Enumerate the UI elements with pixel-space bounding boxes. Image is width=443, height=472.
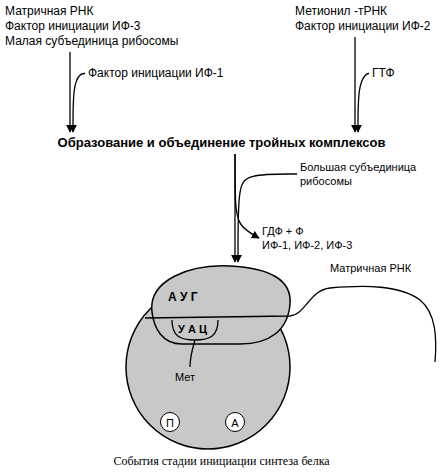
flow-arrow — [69, 52, 70, 132]
factor-label: Фактор инициации ИФ-1 — [88, 66, 224, 81]
flow-arrow — [235, 154, 259, 238]
site-circle: П — [160, 412, 180, 432]
trna-stem — [190, 340, 195, 367]
flow-arrow — [358, 74, 369, 133]
process-heading-text: Образование и объединение тройных компле… — [0, 134, 443, 151]
codon: А У Г — [168, 290, 198, 304]
figure-caption: События стадии инициации синтеза белка — [0, 454, 443, 469]
amino-acid: Мет — [175, 370, 195, 384]
subunit-label-text: Большая субъединица рибосомы — [300, 160, 418, 188]
site-circle-text: П — [161, 413, 179, 433]
subunit-label: Большая субъединица рибосомы — [300, 160, 418, 188]
release-label: ГДФ + ФИФ-1, ИФ-2, ИФ-3 — [262, 224, 352, 252]
release-label-text: ГДФ + Ф — [262, 224, 352, 238]
ribosome: А У Г У А Ц МетП А — [120, 262, 300, 452]
ribosome-outline — [120, 262, 300, 452]
site-circle-text: А — [226, 413, 244, 433]
release-label-text: ИФ-1, ИФ-2, ИФ-3 — [262, 238, 352, 252]
energy-label-text: ГТФ — [372, 66, 395, 81]
input-group-text: Фактор инициации ИФ-3 — [5, 19, 178, 34]
flow-arrow — [73, 74, 85, 133]
site-circle: А — [225, 412, 245, 432]
factor-label-text: Фактор инициации ИФ-1 — [88, 66, 224, 81]
input-group-text: Матричная РНК — [5, 4, 178, 19]
input-group: Матричная РНКФактор инициации ИФ-3Малая … — [5, 4, 178, 49]
large-subunit — [152, 266, 290, 344]
input-group: Метионил -тРНКФактор инициации ИФ-2 — [295, 4, 431, 34]
input-group-text: Малая субъединица рибосомы — [5, 34, 178, 49]
flow-arrow — [354, 37, 355, 132]
process-heading: Образование и объединение тройных компле… — [0, 134, 443, 151]
ribosome-detail — [145, 286, 436, 367]
strand-label: Матричная РНК — [330, 262, 411, 274]
trna-loop — [172, 320, 218, 340]
input-group-text: Фактор инициации ИФ-2 — [295, 19, 431, 34]
anticodon: У А Ц — [178, 322, 207, 336]
energy-label: ГТФ — [372, 66, 395, 81]
input-group-text: Метионил -тРНК — [295, 4, 431, 19]
mrna-strand — [145, 286, 436, 362]
